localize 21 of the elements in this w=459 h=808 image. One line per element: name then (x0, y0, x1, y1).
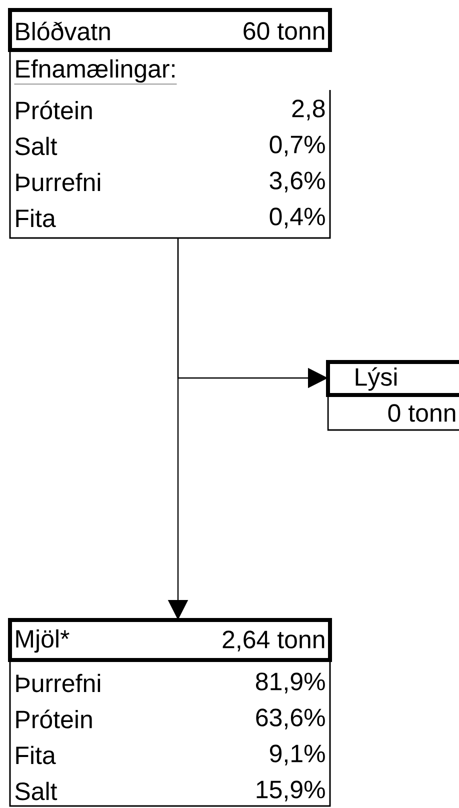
row-label: Prótein (16, 100, 92, 120)
header-box: Blóðvatn 60 tonn (8, 8, 332, 52)
row-label: Salt (15, 782, 58, 800)
row-value: 0,4% (270, 208, 325, 228)
table-heading: Efnamælingar: (14, 59, 177, 84)
row-label: Prótein (16, 710, 92, 728)
row-label: Fita (16, 746, 56, 764)
row-label: Þurrefni (16, 674, 100, 692)
row-value: 9,1% (270, 744, 325, 766)
row-label: Fita (16, 208, 56, 228)
row-label: Þurrefni (16, 172, 100, 192)
row-label: Salt (15, 136, 58, 156)
row-value: 15,9% (256, 780, 325, 802)
value-box: 0 tonn (327, 395, 459, 431)
row-value: 81,9% (256, 672, 325, 694)
row-value: 0,7% (270, 136, 325, 156)
header-box: Mjöl* 2,64 tonn (8, 618, 332, 662)
row-value: 63,6% (256, 708, 325, 730)
header-box: Lýsi (326, 360, 459, 397)
row-value: 2,8 (292, 100, 325, 120)
row-value: 3,6% (270, 172, 325, 192)
